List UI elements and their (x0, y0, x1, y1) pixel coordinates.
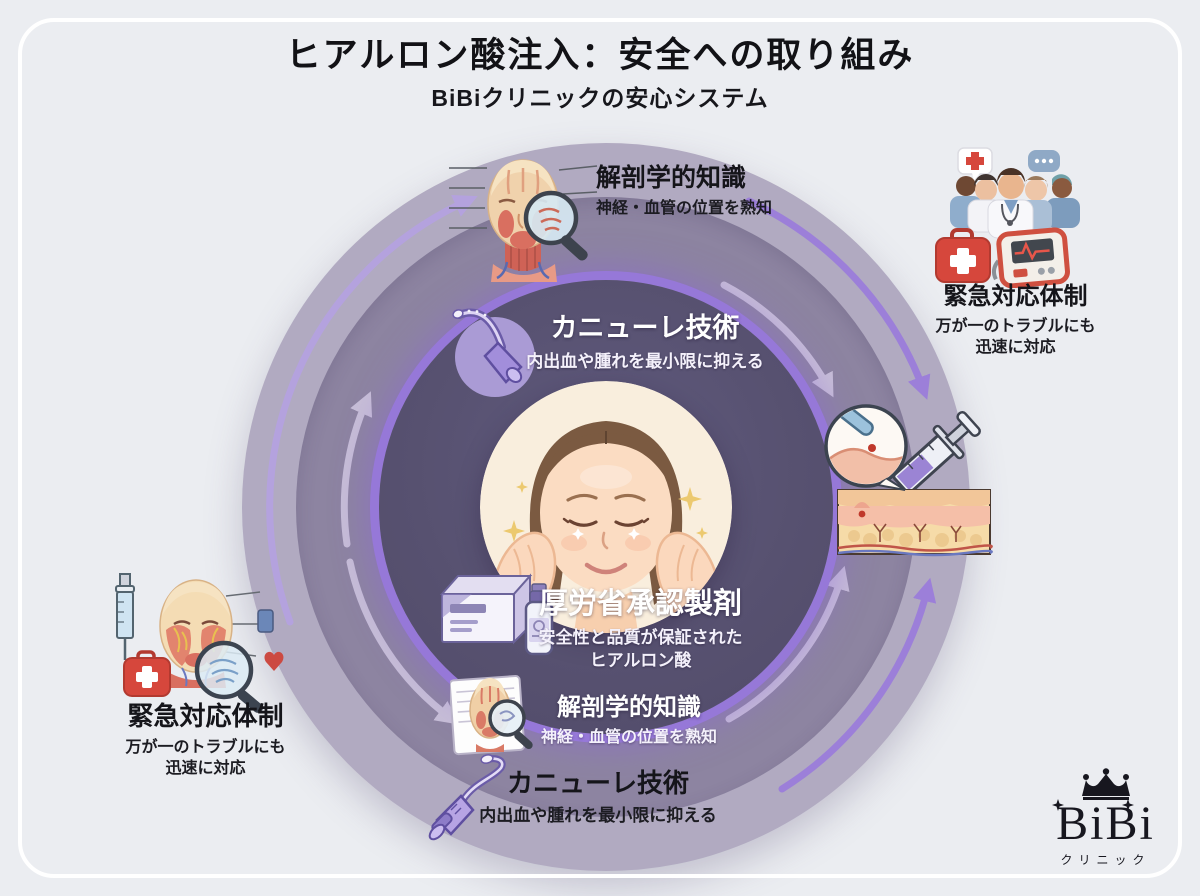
node-cannula-bottom: カニューレ技術 内出血や腫れを最小限に抑える (458, 767, 738, 826)
anatomy-top-title: 解剖学的知識 (596, 164, 747, 192)
node-anatomy-top: 解剖学的知識 神経・血管の位置を熟知 (596, 163, 876, 219)
anatomy-document-icon (448, 660, 547, 762)
sparkle-icon (1122, 799, 1134, 811)
node-emergency-left: 緊急対応体制 万が一のトラブルにも 迅速に対応 (93, 700, 318, 779)
page-title: ヒアルロン酸注入：安全への取り組み (285, 36, 915, 75)
cannula-icon-bottom (423, 752, 515, 848)
node-anatomy-bottom: 解剖学的知識 神経・血管の位置を熟知 (494, 693, 764, 748)
anatomy-top-desc: 神経・血管の位置を熟知 (596, 200, 773, 218)
logo-brand: BiBi (1018, 797, 1193, 850)
sparkle-icon (503, 481, 708, 542)
approved-desc-line2: ヒアルロン酸 (589, 650, 692, 670)
node-emergency-right: 緊急対応体制 万が一のトラブルにも 迅速に対応 (903, 282, 1128, 358)
cannula-bottom-title: カニューレ技術 (506, 768, 689, 798)
approved-title: 厚労省承認製剤 (538, 588, 742, 620)
emergency-right-desc1: 万が一のトラブルにも (935, 318, 1096, 335)
anatomy-bottom-desc: 神経・血管の位置を熟知 (540, 729, 717, 746)
logo-suffix: クリニック (1060, 852, 1151, 867)
emergency-right-title: 緊急対応体制 (943, 283, 1088, 310)
page-subtitle: BiBiクリニックの安心システム (431, 85, 769, 111)
anatomy-face-icon (447, 136, 599, 286)
anatomy-emergency-icon (108, 568, 293, 720)
node-approved: 厚労省承認製剤 安全性と品質が保証された ヒアルロン酸 (488, 586, 793, 671)
anatomy-bottom-title: 解剖学的知識 (557, 694, 701, 721)
node-cannula-top: カニューレ技術 内出血や腫れを最小限に抑える (495, 312, 795, 372)
cannula-top-desc: 内出血や腫れを最小限に抑える (526, 351, 764, 371)
emergency-right-desc2: 迅速に対応 (975, 339, 1056, 356)
syringe-skin-icon (810, 390, 998, 568)
sparkle-icon (1052, 799, 1064, 811)
medical-team-icon (928, 146, 1096, 289)
emergency-left-desc2: 迅速に対応 (165, 759, 246, 777)
crown-icon (1081, 768, 1130, 800)
clinic-logo: BiBi クリニック (1018, 768, 1193, 868)
cannula-top-title: カニューレ技術 (550, 313, 740, 343)
cannula-bottom-desc: 内出血や腫れを最小限に抑える (479, 805, 717, 825)
emergency-left-desc1: 万が一のトラブルにも (125, 738, 286, 756)
logo-brand-text: BiBi (1056, 797, 1155, 850)
approved-desc-line1: 安全性と品質が保証された (538, 628, 743, 648)
emergency-left-title: 緊急対応体制 (127, 701, 284, 731)
